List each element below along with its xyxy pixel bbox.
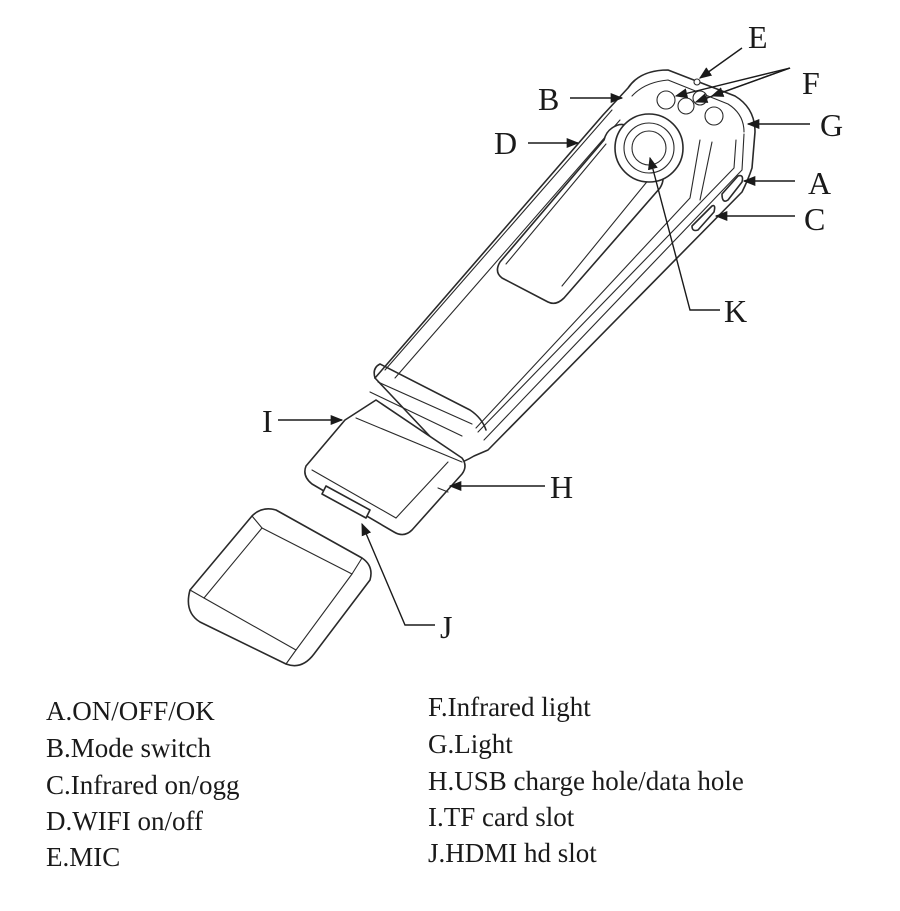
callout-g: G	[820, 107, 843, 143]
legend-item-j: J.HDMI hd slot	[428, 838, 597, 868]
legend-item-i: I.TF card slot	[428, 802, 575, 832]
legend: A.ON/OFF/OK B.Mode switch C.Infrared on/…	[46, 692, 744, 872]
callout-lines	[278, 47, 810, 626]
cap	[187, 508, 372, 667]
mic-hole	[693, 78, 701, 86]
legend-item-b: B.Mode switch	[46, 733, 211, 763]
legend-item-a: A.ON/OFF/OK	[46, 696, 215, 726]
callout-c: C	[804, 201, 825, 237]
callout-k: K	[724, 293, 747, 329]
hdmi-slot	[321, 485, 371, 519]
callout-j: J	[440, 609, 452, 645]
legend-right-column: F.Infrared light G.Light H.USB charge ho…	[428, 692, 744, 868]
infrared-light-3	[692, 90, 708, 106]
callout-h: H	[550, 469, 573, 505]
power-button	[721, 174, 744, 202]
callout-i: I	[262, 403, 273, 439]
callout-f: F	[802, 65, 820, 101]
callout-e: E	[748, 19, 768, 55]
callout-labels: E B F G D A C K I H J	[262, 19, 843, 645]
light-led	[704, 106, 724, 126]
legend-item-g: G.Light	[428, 729, 513, 759]
legend-item-d: D.WIFI on/off	[46, 806, 203, 836]
infrared-button	[691, 204, 716, 232]
infrared-light-2	[677, 97, 695, 115]
callout-d: D	[494, 125, 517, 161]
legend-left-column: A.ON/OFF/OK B.Mode switch C.Infrared on/…	[46, 696, 239, 872]
infrared-light-1	[656, 90, 676, 110]
camera-lens	[614, 113, 684, 183]
callout-b: B	[538, 81, 559, 117]
usb-connector	[304, 399, 466, 536]
legend-item-e: E.MIC	[46, 842, 120, 872]
legend-item-h: H.USB charge hole/data hole	[428, 766, 744, 796]
legend-item-c: C.Infrared on/ogg	[46, 770, 239, 800]
legend-item-f: F.Infrared light	[428, 692, 591, 722]
side-buttons	[691, 174, 744, 232]
callout-a: A	[808, 165, 831, 201]
